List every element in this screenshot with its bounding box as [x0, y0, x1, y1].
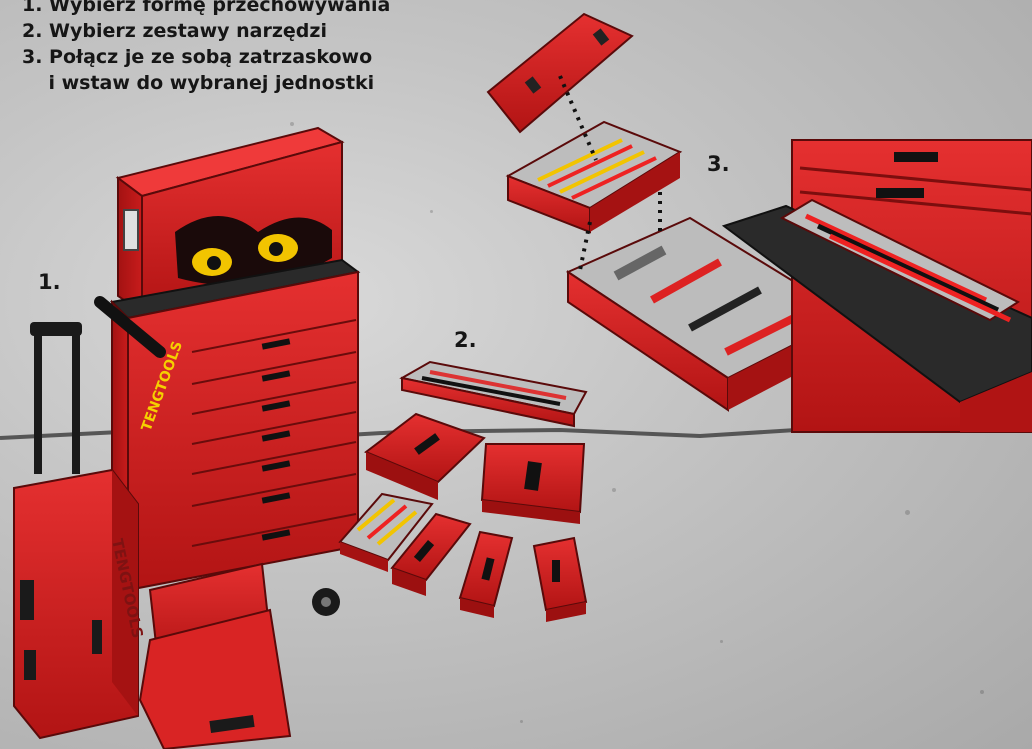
instruction-step-1: 1. Wybierz formę przechowywania [22, 0, 390, 18]
step-label-3: 3. [707, 152, 730, 176]
open-tool-case [140, 564, 290, 749]
instruction-list: 1. Wybierz formę przechowywania 2. Wybie… [22, 0, 390, 96]
instruction-step-3: 3. Połącz je ze sobą zatrzaskowo [22, 44, 390, 70]
step-label-2: 2. [454, 328, 477, 352]
instruction-step-3-continued: i wstaw do wybranej jednostki [22, 70, 390, 96]
step-label-1: 1. [38, 270, 61, 294]
instruction-step-2: 2. Wybierz zestawy narzędzi [22, 18, 390, 44]
tool-tray-sets [340, 362, 586, 622]
